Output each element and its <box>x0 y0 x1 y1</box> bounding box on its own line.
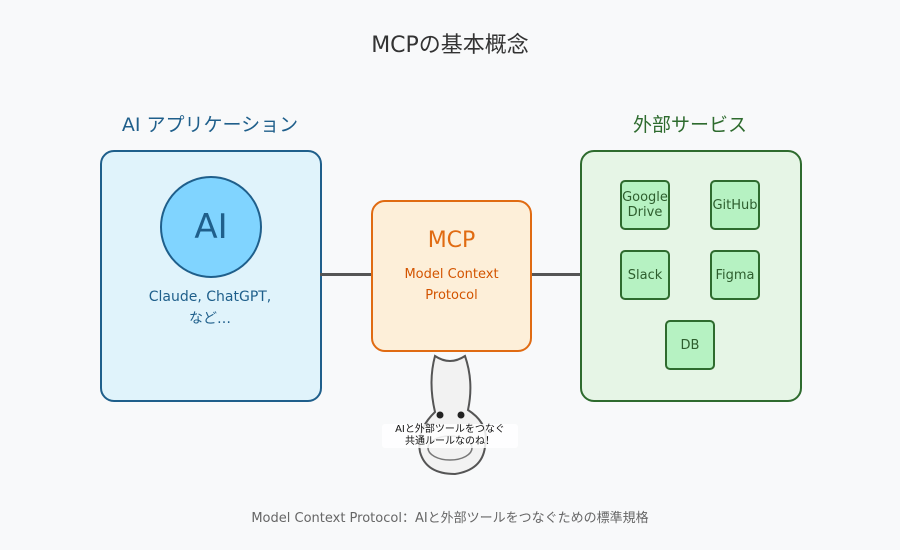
mcp-subtitle: Model Context Protocol <box>371 264 532 306</box>
external-section-label: 外部サービス <box>632 114 747 136</box>
service-figma: Figma <box>710 250 760 300</box>
connector-mcp-external <box>531 273 580 276</box>
service-db: DB <box>665 320 715 370</box>
service-slack: Slack <box>620 250 670 300</box>
mcp-subtitle-line2: Protocol <box>425 288 478 303</box>
mascot-speech-line1: AIと外部ツールをつなぐ <box>395 424 505 435</box>
external-services-box <box>580 150 802 402</box>
footer-caption: Model Context Protocol：AIと外部ツールをつなぐための標準… <box>251 511 649 526</box>
ai-examples-line1: Claude, ChatGPT, <box>148 289 272 305</box>
mascot-speech-line2: 共通ルールなのね！ <box>405 436 495 447</box>
diagram-title: MCPの基本概念 <box>371 33 529 58</box>
ai-examples: Claude, ChatGPT, など… <box>110 286 310 330</box>
ai-circle: AI <box>160 176 262 278</box>
mcp-title: MCP <box>427 228 476 253</box>
mascot-icon <box>418 354 487 476</box>
ai-section-label: AI アプリケーション <box>121 114 299 136</box>
connector-ai-mcp <box>320 273 371 276</box>
mcp-subtitle-line1: Model Context <box>404 267 499 282</box>
mcp-box <box>371 200 532 352</box>
mascot-speech: AIと外部ツールをつなぐ 共通ルールなのね！ <box>382 424 518 448</box>
ai-circle-label: AI <box>194 207 228 247</box>
ai-examples-line2: など… <box>189 311 231 327</box>
service-google-drive: Google Drive <box>620 180 670 230</box>
service-github: GitHub <box>710 180 760 230</box>
